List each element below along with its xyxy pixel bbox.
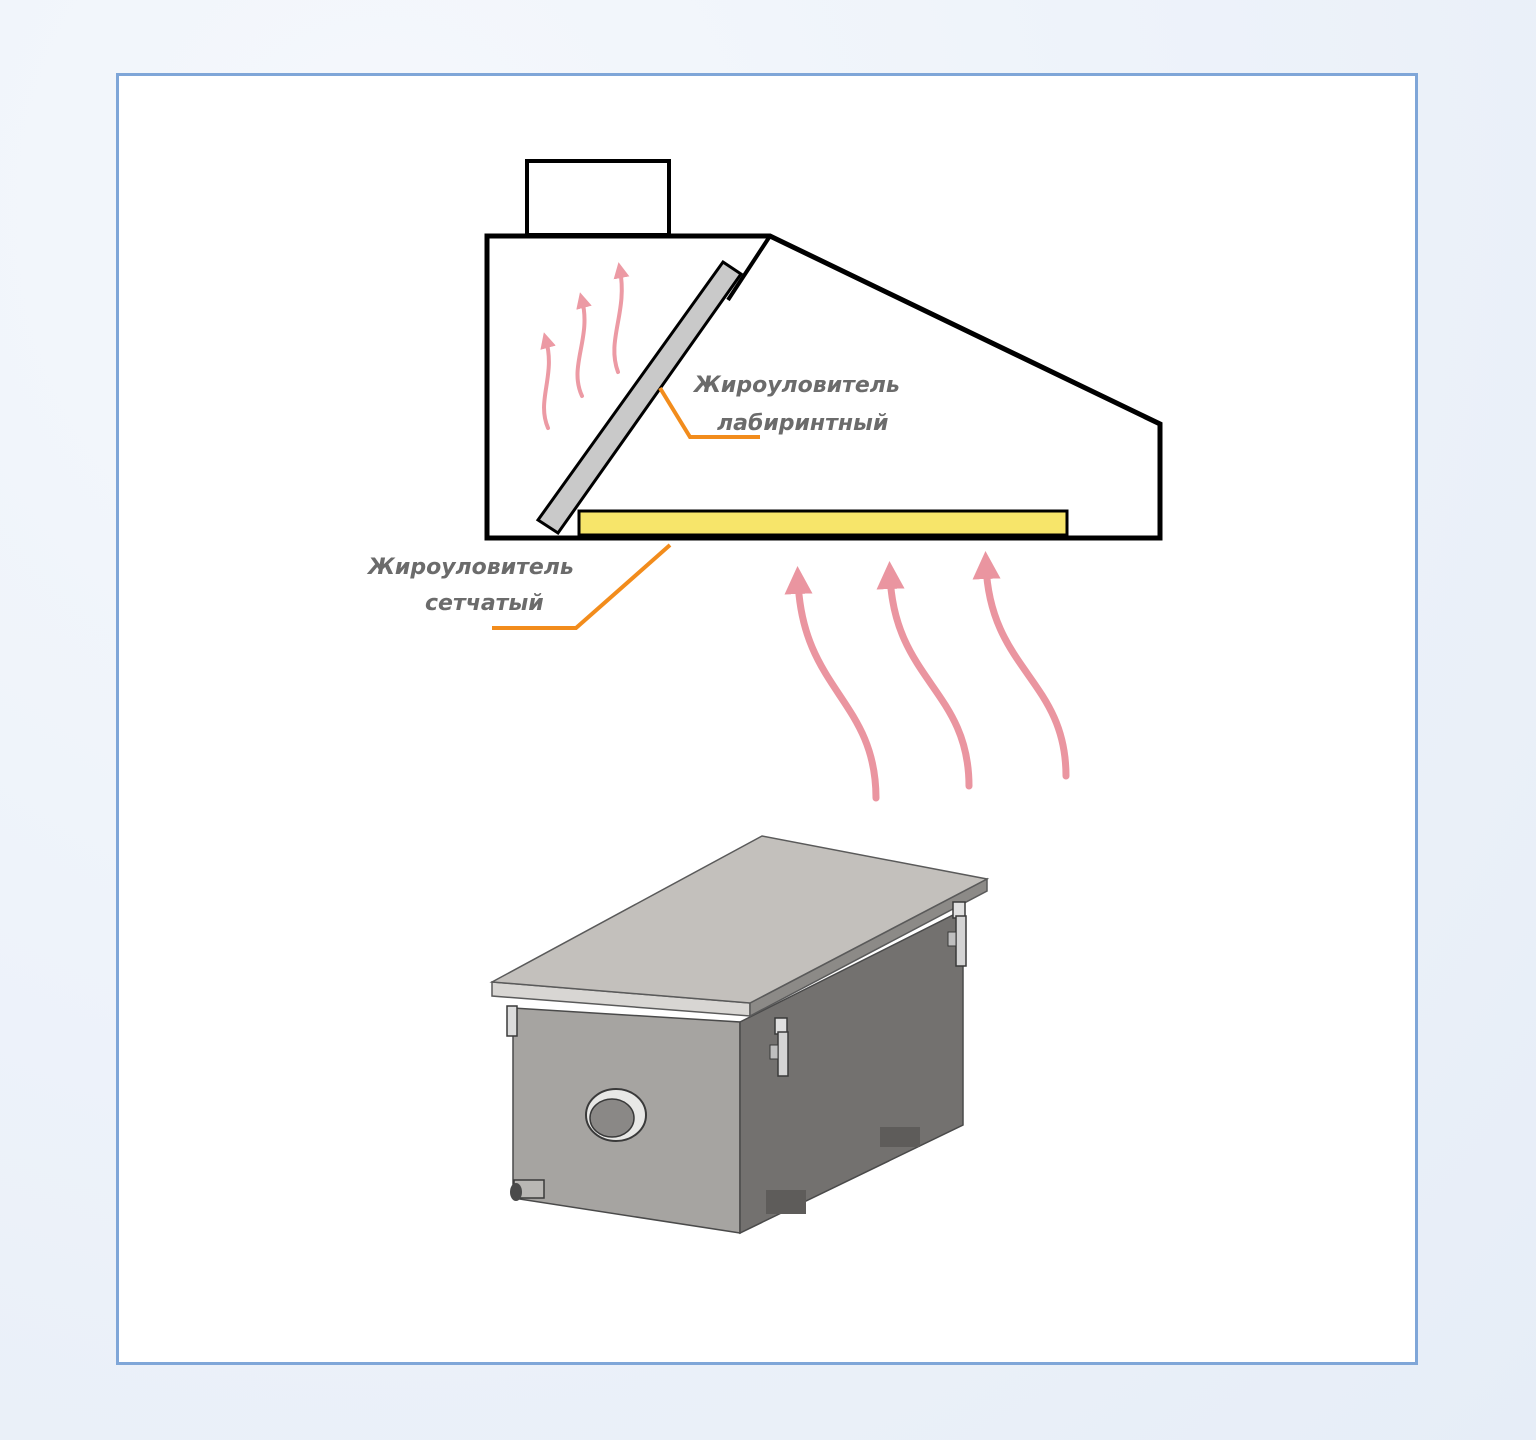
tank-foot [766,1190,806,1214]
tank-latch [947,901,967,967]
hood-body [484,233,1163,541]
outer-heat-arrow [972,551,1070,780]
inner-heat-arrow [540,332,556,430]
tank-latch [506,1005,518,1037]
tank-latch [769,1017,789,1077]
labyrinth-leader-line [658,386,760,439]
tank-foot [880,1127,920,1147]
exhaust-hood [484,159,1163,541]
tank-inlet-pipe-inner [589,1098,635,1138]
inner-heat-arrows [540,262,630,430]
mesh-label-line1: Жироуловитель [366,555,574,580]
tank-side-face [739,908,964,1235]
tank-lid-top [489,835,990,1004]
outer-heat-arrows [784,551,1070,802]
labyrinth-filter [535,259,744,536]
hood-duct [525,159,671,237]
mesh-filter [577,509,1069,537]
mesh-leader-line [492,543,672,630]
labyrinth-label-line2: лабиринтный [717,411,888,436]
labyrinth-label-line1: Жироуловитель [692,373,900,398]
inner-heat-arrow [612,262,630,374]
grease-trap-tank [489,835,990,1235]
inner-heat-arrow [575,292,592,398]
outer-heat-arrow [784,566,880,802]
mesh-label-line2: сетчатый [425,591,544,616]
outer-heat-arrow [876,561,973,790]
tank-drain-spout-opening [510,1183,522,1201]
hood-inner-partition [726,234,772,302]
